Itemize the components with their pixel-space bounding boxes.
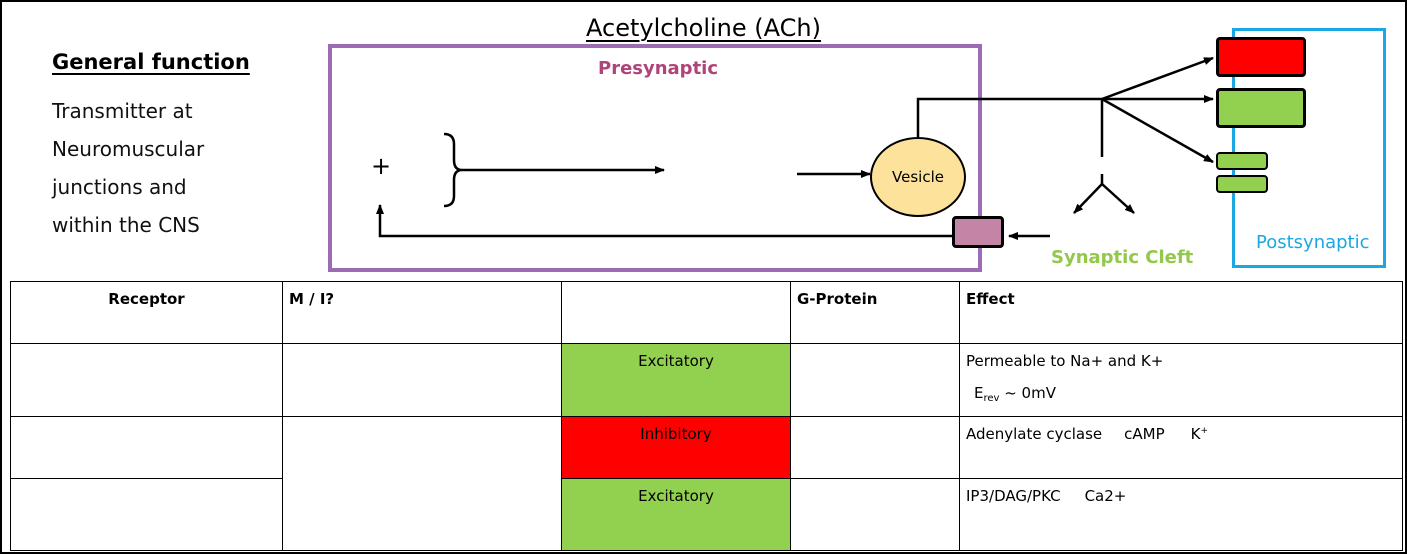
g-protein-cell <box>790 478 960 551</box>
header-m-i: M / I? <box>282 281 562 344</box>
postsynaptic-box <box>1232 28 1386 268</box>
presynaptic-label: Presynaptic <box>598 58 719 79</box>
erev-value: ~ 0mV <box>999 384 1056 402</box>
plus-sign: + <box>371 152 392 180</box>
effect-cell: Adenylate cyclase cAMP K+ <box>959 416 1403 479</box>
table-row: Inhibitory Adenylate cyclase cAMP K+ <box>10 416 1403 551</box>
vesicle: Vesicle <box>870 137 966 217</box>
postsynaptic-label: Postsynaptic <box>1256 232 1370 253</box>
effect-cell: IP3/DAG/PKC Ca2+ <box>959 478 1403 551</box>
table-row: Excitatory IP3/DAG/PKC Ca2+ <box>10 478 1403 551</box>
receptor-green <box>1216 88 1306 128</box>
header-g-protein: G-Protein <box>790 281 960 344</box>
general-function-line: junctions and <box>52 175 187 199</box>
page-title: Acetylcholine (ACh) <box>586 14 821 42</box>
header-type <box>561 281 791 344</box>
effect-cell: Permeable to Na+ and K+ Erev ~ 0mV <box>959 343 1403 417</box>
effect-text: cAMP <box>1124 425 1165 443</box>
effect-text: K <box>1190 425 1201 443</box>
receptor-red <box>1216 37 1306 77</box>
type-cell-excitatory: Excitatory <box>561 478 791 551</box>
receptor-cell <box>10 416 283 479</box>
receptor-cell <box>10 343 283 417</box>
erev-symbol: E <box>974 384 984 402</box>
general-function-line: Transmitter at <box>52 99 193 123</box>
header-receptor: Receptor <box>10 281 283 344</box>
table-header-row: Receptor M / I? G-Protein Effect <box>10 281 1403 344</box>
effect-text: Adenylate cyclase <box>966 425 1103 443</box>
receptor-small-bottom <box>1216 175 1268 193</box>
m-i-cell <box>282 416 562 551</box>
arrow-to-small-receptor <box>1101 97 1214 164</box>
effect-text: Permeable to Na+ and K+ <box>966 352 1164 370</box>
receptor-table: Receptor M / I? G-Protein Effect Excitat… <box>10 281 1403 551</box>
erev-subscript: rev <box>983 393 1000 404</box>
general-function-heading: General function <box>52 50 250 74</box>
recycle-arrow <box>376 204 952 238</box>
erev-text: Erev ~ 0mV <box>966 384 1396 404</box>
header-effect: Effect <box>959 281 1403 344</box>
effect-text: IP3/DAG/PKC <box>966 487 1061 505</box>
type-cell-inhibitory: Inhibitory <box>561 416 791 479</box>
table-row: Excitatory Permeable to Na+ and K+ Erev … <box>10 343 1403 417</box>
receptor-small-top <box>1216 152 1268 170</box>
presynaptic-box <box>328 44 982 272</box>
cleft-split-right-arrow <box>1101 183 1135 214</box>
arrow-to-red-receptor <box>1101 56 1214 101</box>
effect-text: Ca2+ <box>1084 487 1127 505</box>
pathway-arrows <box>376 56 1214 240</box>
g-protein-cell <box>790 416 960 479</box>
receptor-cell <box>10 478 283 551</box>
transporter-box <box>952 216 1004 248</box>
effect-superscript: + <box>1200 426 1209 436</box>
general-function-line: within the CNS <box>52 213 200 237</box>
cleft-split-left-arrow <box>1073 183 1103 214</box>
type-cell-excitatory: Excitatory <box>561 343 791 417</box>
m-i-cell <box>282 343 562 417</box>
curly-brace <box>443 132 463 208</box>
synaptic-cleft-label: Synaptic Cleft <box>1051 247 1194 268</box>
general-function-line: Neuromuscular <box>52 137 205 161</box>
release-line <box>916 97 1102 137</box>
g-protein-cell <box>790 343 960 417</box>
